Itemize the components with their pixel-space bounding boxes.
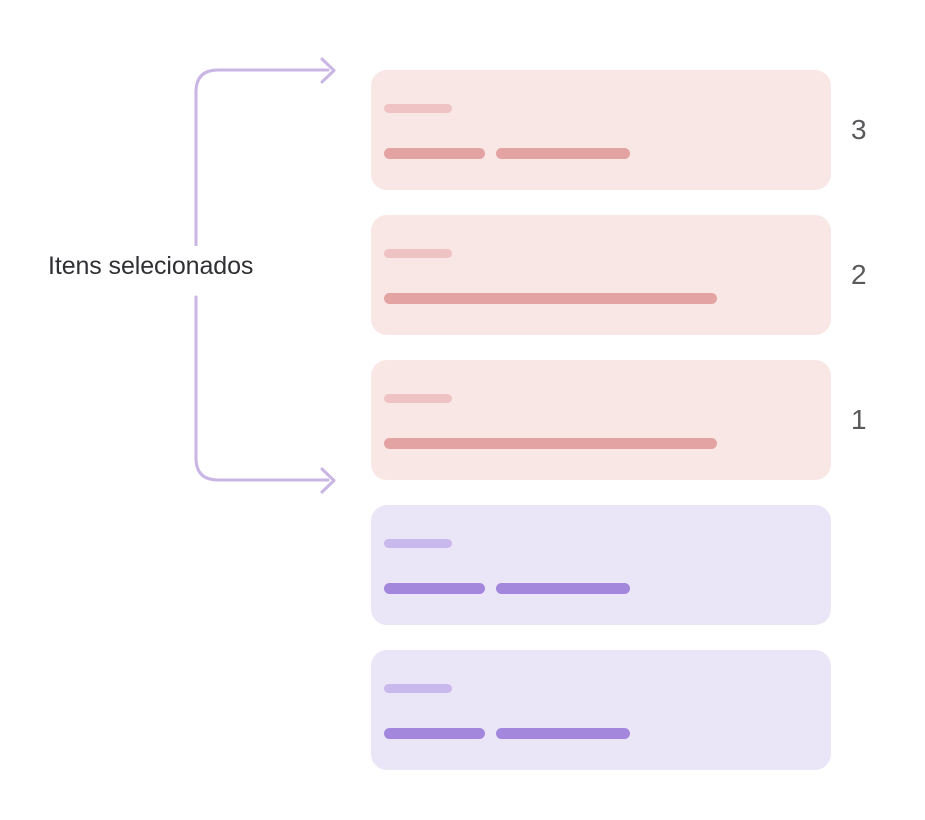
card-rank-1[interactable] bbox=[371, 360, 831, 480]
card-title-placeholder bbox=[384, 684, 452, 693]
card-title-placeholder bbox=[384, 249, 452, 258]
card-gap bbox=[371, 625, 831, 650]
card-unselected-1[interactable] bbox=[371, 505, 831, 625]
card-line-placeholder-full bbox=[384, 293, 717, 304]
card-list: 3 2 1 bbox=[371, 70, 867, 770]
card-line-placeholder-b bbox=[496, 728, 630, 739]
card-gap bbox=[371, 335, 831, 360]
annotation-label: Itens selecionados bbox=[48, 246, 324, 286]
card-rank-2[interactable] bbox=[371, 215, 831, 335]
card-title-placeholder bbox=[384, 394, 452, 403]
card-row: 1 bbox=[371, 360, 867, 480]
card-row bbox=[371, 505, 831, 625]
rank-label-2: 2 bbox=[851, 259, 867, 290]
card-gap bbox=[371, 190, 831, 215]
card-line-placeholder-a bbox=[384, 148, 485, 159]
bracket-arrow-icon bbox=[194, 57, 336, 494]
card-row bbox=[371, 650, 831, 770]
card-row: 2 bbox=[371, 215, 867, 335]
card-title-placeholder bbox=[384, 104, 452, 113]
card-gap bbox=[371, 480, 831, 505]
card-line-placeholder-b bbox=[496, 148, 630, 159]
card-unselected-2[interactable] bbox=[371, 650, 831, 770]
card-rank-3[interactable] bbox=[371, 70, 831, 190]
card-line-placeholder-b bbox=[496, 583, 630, 594]
card-title-placeholder bbox=[384, 539, 452, 548]
card-line-placeholder-a bbox=[384, 583, 485, 594]
rank-label-1: 1 bbox=[851, 404, 867, 435]
selection-annotation: Itens selecionados bbox=[0, 0, 360, 820]
rank-label-3: 3 bbox=[851, 114, 867, 145]
card-line-placeholder-a bbox=[384, 728, 485, 739]
card-line-placeholder-full bbox=[384, 438, 717, 449]
card-row: 3 bbox=[371, 70, 867, 190]
